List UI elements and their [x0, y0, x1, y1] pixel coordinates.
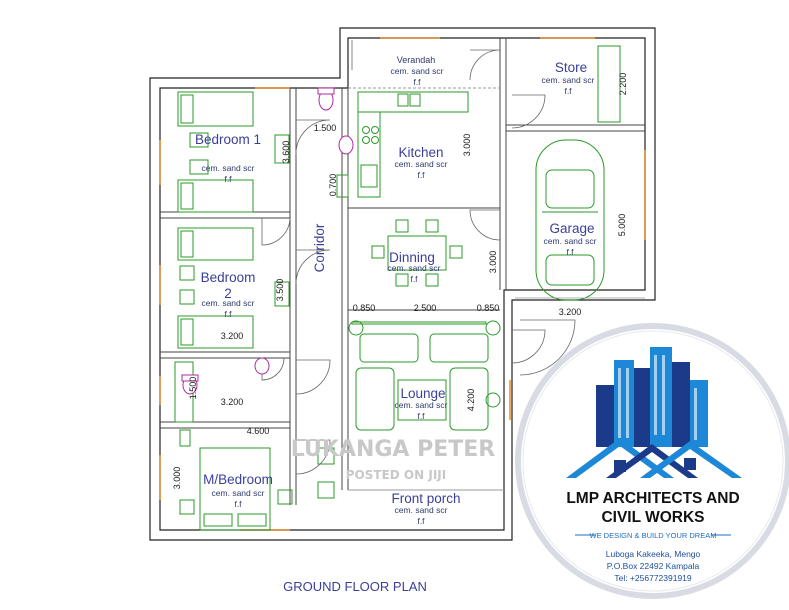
watermark-name: LUKANGA PETER — [291, 437, 496, 462]
svg-text:f.f: f.f — [224, 174, 232, 184]
svg-text:1.500: 1.500 — [314, 123, 337, 133]
room-label-corridor: Corridor — [312, 223, 327, 272]
svg-text:f.f: f.f — [566, 247, 574, 257]
svg-text:f.f: f.f — [564, 86, 572, 96]
svg-text:4.200: 4.200 — [466, 389, 476, 412]
svg-text:cem. sand scr: cem. sand scr — [542, 75, 595, 85]
doors — [261, 40, 576, 475]
svg-text:3.200: 3.200 — [559, 307, 582, 317]
svg-text:3.000: 3.000 — [172, 467, 182, 490]
logo-address2: P.O.Box 22492 Kampala — [607, 561, 700, 571]
master-bedroom-furniture — [179, 429, 335, 531]
svg-text:3.000: 3.000 — [462, 134, 472, 157]
svg-text:f.f: f.f — [417, 170, 425, 180]
room-label-verandah: Verandah — [397, 55, 436, 65]
room-label-bedroom2-line2: 2 — [224, 286, 232, 301]
garage-car — [535, 139, 605, 301]
room-label-bedroom2-line1: Bedroom — [201, 270, 256, 285]
svg-text:3.500: 3.500 — [275, 279, 285, 302]
svg-text:f.f: f.f — [224, 309, 232, 319]
plan-title: GROUND FLOOR PLAN — [283, 579, 427, 594]
svg-text:f.f: f.f — [410, 274, 418, 284]
svg-text:cem. sand scr: cem. sand scr — [395, 400, 448, 410]
bathroom-fixtures — [174, 87, 354, 423]
svg-text:cem. sand scr: cem. sand scr — [395, 159, 448, 169]
room-label-dinning: Dinning — [389, 250, 435, 265]
logo-name-line1: LMP ARCHITECTS AND — [566, 490, 739, 507]
svg-text:cem. sand scr: cem. sand scr — [212, 488, 265, 498]
svg-text:f.f: f.f — [417, 516, 425, 526]
svg-text:f.f: f.f — [234, 499, 242, 509]
logo-name-line2: CIVIL WORKS — [601, 509, 704, 526]
svg-text:5.000: 5.000 — [617, 214, 627, 237]
svg-text:1.500: 1.500 — [188, 377, 198, 400]
room-labels: Bedroom 1 Bedroom 2 M/Bedroom Corridor K… — [195, 55, 595, 506]
interior-walls — [160, 38, 645, 505]
svg-text:cem. sand scr: cem. sand scr — [544, 236, 597, 246]
svg-text:cem. sand scr: cem. sand scr — [388, 263, 441, 273]
svg-text:0.850: 0.850 — [477, 303, 500, 313]
room-label-bedroom1: Bedroom 1 — [195, 132, 261, 147]
svg-text:cem. sand scr: cem. sand scr — [391, 66, 444, 76]
lounge-furniture — [348, 320, 501, 431]
svg-text:2.200: 2.200 — [618, 73, 628, 96]
company-logo: LMP ARCHITECTS AND CIVIL WORKS WE DESIGN… — [515, 323, 789, 599]
logo-tagline: WE DESIGN & BUILD YOUR DREAM — [590, 531, 717, 540]
room-label-lounge: Lounge — [400, 386, 445, 401]
finish-notes: cem. sand scr f.f cem. sand scr f.f cem.… — [202, 66, 597, 526]
bedroom2-furniture — [177, 227, 290, 349]
building-icon — [596, 347, 708, 447]
dining-furniture — [371, 219, 463, 287]
logo-phone: Tel: +256772391919 — [614, 573, 692, 583]
svg-text:cem. sand scr: cem. sand scr — [202, 163, 255, 173]
bedroom1-furniture — [177, 91, 290, 213]
room-label-kitchen: Kitchen — [398, 145, 443, 160]
room-label-master: M/Bedroom — [203, 472, 273, 487]
svg-text:cem. sand scr: cem. sand scr — [395, 505, 448, 515]
kitchen-furniture — [336, 91, 469, 198]
room-label-front-porch: Front porch — [391, 491, 460, 506]
svg-text:3.600: 3.600 — [281, 141, 291, 164]
house-roof-icon — [566, 438, 742, 478]
watermark: LUKANGA PETER POSTED ON JIJI — [291, 437, 496, 482]
svg-text:f.f: f.f — [417, 411, 425, 421]
room-label-store: Store — [555, 60, 587, 75]
room-label-garage: Garage — [549, 221, 594, 236]
svg-text:f.f: f.f — [413, 77, 421, 87]
svg-text:4.600: 4.600 — [247, 426, 270, 436]
svg-text:3.200: 3.200 — [221, 397, 244, 407]
svg-text:0.850: 0.850 — [353, 303, 376, 313]
svg-text:3.200: 3.200 — [221, 331, 244, 341]
svg-text:3.000: 3.000 — [488, 251, 498, 274]
svg-text:cem. sand scr: cem. sand scr — [202, 298, 255, 308]
logo-address1: Luboga Kakeeka, Mengo — [606, 549, 701, 559]
store-shelves — [515, 45, 645, 299]
svg-text:0.700: 0.700 — [328, 174, 338, 197]
watermark-posted: POSTED ON JIJI — [346, 468, 446, 482]
svg-text:2.500: 2.500 — [414, 303, 437, 313]
dimension-labels: 1.500 3.600 0.700 3.000 3.000 3.500 3.20… — [172, 73, 628, 490]
